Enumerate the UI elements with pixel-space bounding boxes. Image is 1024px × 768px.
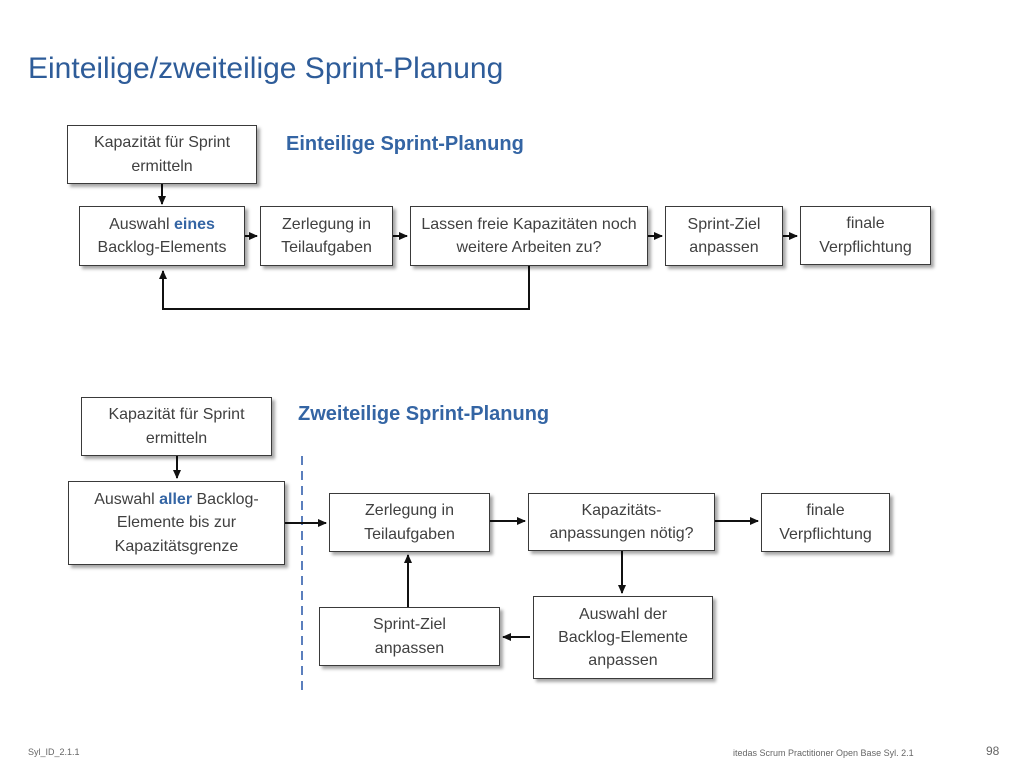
- double-commitment-label: finale Verpflichtung: [779, 502, 872, 543]
- footer-syllabus-id: Syl_ID_2.1.1: [28, 747, 80, 757]
- double-planning-heading: Zweiteilige Sprint-Planung: [298, 403, 550, 425]
- double-decompose-box: Zerlegung in Teilaufgaben: [329, 493, 490, 552]
- single-decompose-box: Zerlegung in Teilaufgaben: [260, 206, 393, 266]
- double-capacity-adjust-label: Kapazitäts-anpassungen nötig?: [549, 501, 694, 542]
- single-planning-heading: Einteilige Sprint-Planung: [286, 133, 524, 155]
- double-select-label: Auswahl aller Backlog-Elemente bis zur K…: [94, 491, 259, 555]
- loop-back-arrow: [159, 266, 530, 310]
- page-title: Einteilige/zweiteilige Sprint-Planung: [28, 52, 504, 85]
- single-commitment-box: finale Verpflichtung: [800, 206, 931, 265]
- double-capacity-label: Kapazität für Sprint ermitteln: [108, 406, 245, 447]
- double-decompose-label: Zerlegung in Teilaufgaben: [364, 502, 455, 543]
- double-adjust-goal-label: Sprint-Ziel anpassen: [373, 616, 446, 657]
- double-adjust-selection-box: Auswahl der Backlog-Elemente anpassen: [533, 596, 713, 679]
- footer-source: itedas Scrum Practitioner Open Base Syl.…: [733, 748, 914, 758]
- single-capacity-box: Kapazität für Sprint ermitteln: [67, 125, 257, 184]
- double-adjust-selection-label: Auswahl der Backlog-Elemente anpassen: [558, 605, 688, 670]
- double-adjust-goal-box: Sprint-Ziel anpassen: [319, 607, 500, 666]
- footer-page-number: 98: [986, 744, 1000, 758]
- single-select-highlight: eines: [173, 215, 215, 233]
- single-commitment-label: finale Verpflichtung: [819, 215, 912, 256]
- single-select-box: Auswahl eines Backlog-Elements: [79, 206, 245, 266]
- double-capacity-adjust-box: Kapazitäts-anpassungen nötig?: [528, 493, 715, 551]
- double-select-highlight: aller: [159, 491, 193, 509]
- double-capacity-box: Kapazität für Sprint ermitteln: [81, 397, 272, 456]
- single-capacity-label: Kapazität für Sprint ermitteln: [93, 134, 231, 175]
- single-free-capacity-label: Lassen freie Kapazitäten noch weitere Ar…: [421, 215, 637, 256]
- single-free-capacity-box: Lassen freie Kapazitäten noch weitere Ar…: [410, 206, 648, 266]
- single-decompose-label: Zerlegung in Teilaufgaben: [281, 215, 372, 256]
- single-adjust-goal-label: Sprint-Ziel anpassen: [687, 215, 761, 256]
- single-select-label: Auswahl eines Backlog-Elements: [97, 215, 227, 256]
- single-adjust-goal-box: Sprint-Ziel anpassen: [665, 206, 783, 266]
- double-commitment-box: finale Verpflichtung: [761, 493, 890, 552]
- double-select-box: Auswahl aller Backlog-Elemente bis zur K…: [68, 481, 285, 565]
